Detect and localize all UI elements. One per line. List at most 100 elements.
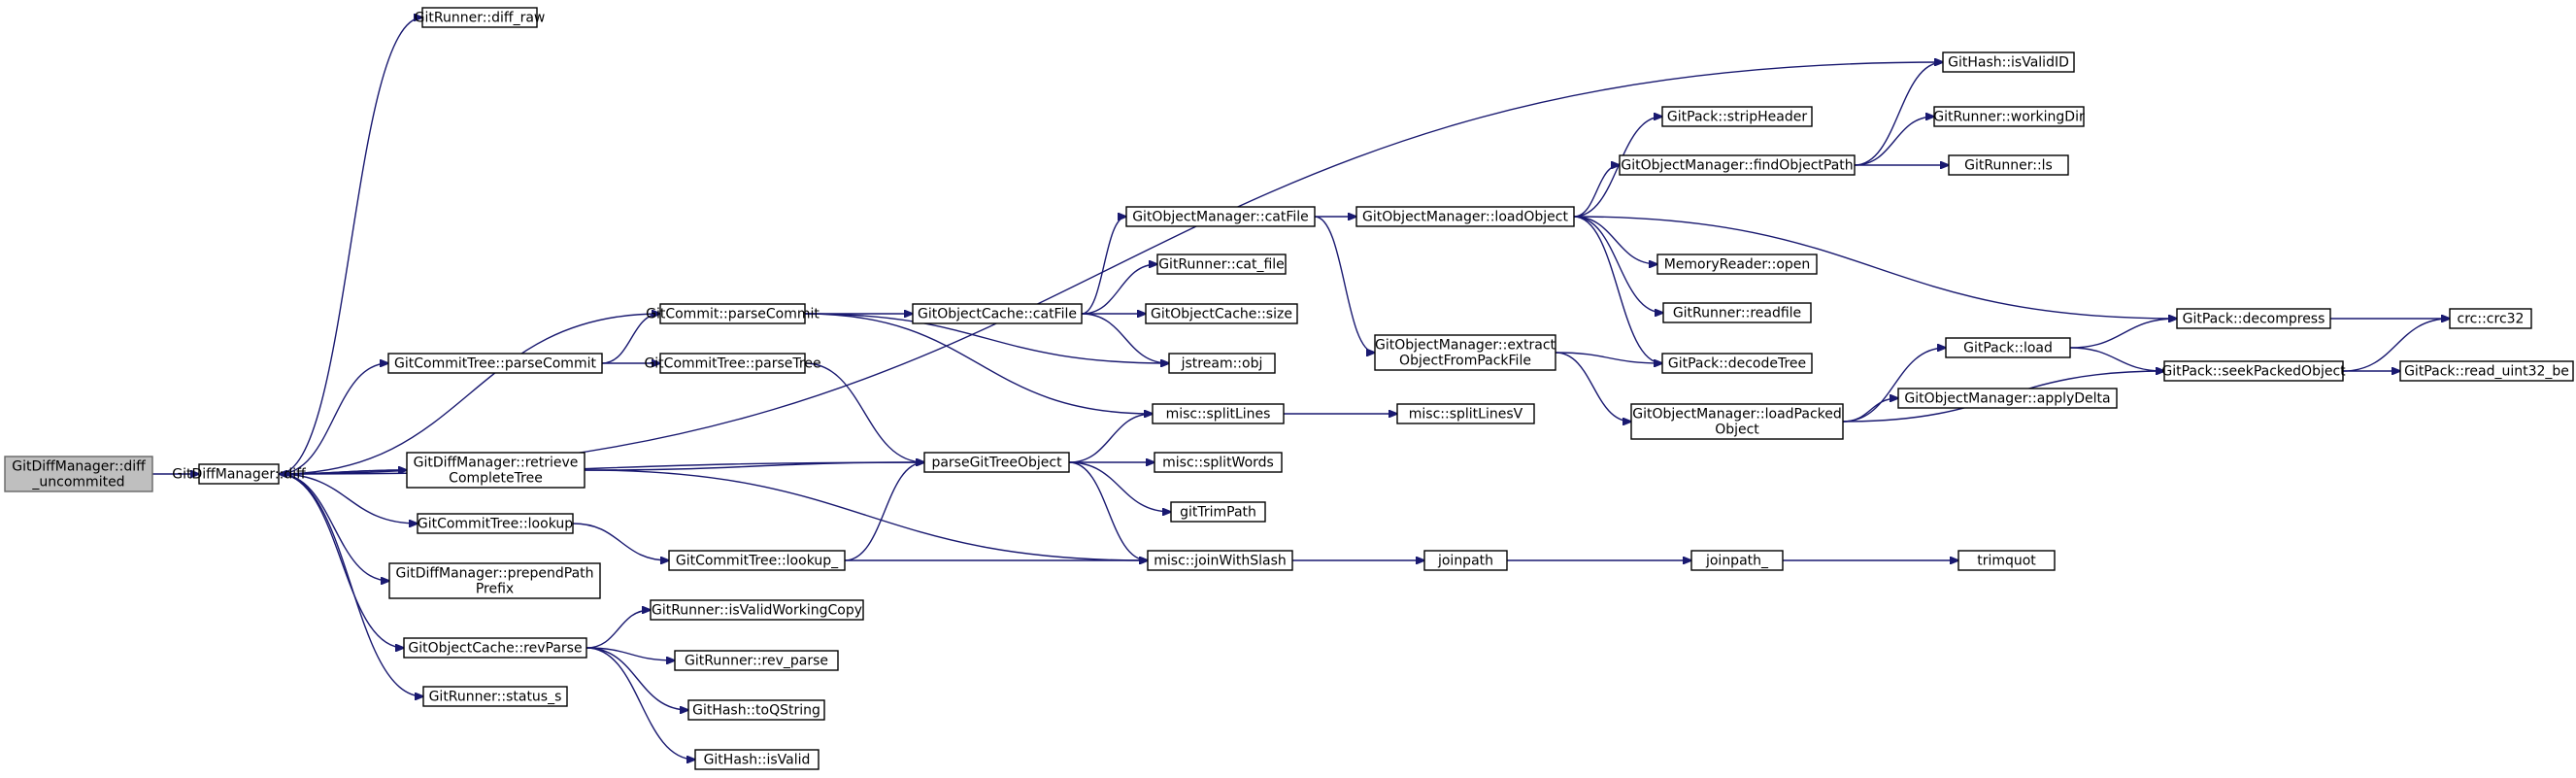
node-parseCommit[interactable]: GitCommit::parseCommit bbox=[646, 303, 820, 324]
node-parseGitTreeObject[interactable]: parseGitTreeObject bbox=[923, 452, 1070, 473]
node-label: GitRunner::readfile bbox=[1673, 305, 1801, 321]
node-memOpen[interactable]: MemoryReader::open bbox=[1656, 254, 1818, 275]
node-packLoad[interactable]: GitPack::load bbox=[1945, 337, 2071, 358]
node-label: GitObjectCache::revParse bbox=[408, 640, 582, 656]
edge-findObjectPath-to-isValidID bbox=[1854, 62, 1943, 166]
edge-revParse-to-rev_parse bbox=[585, 647, 675, 660]
node-box bbox=[1152, 403, 1285, 424]
node-diff_raw[interactable]: GitRunner::diff_raw bbox=[415, 7, 546, 28]
node-label: GitObjectManager::findObjectPath bbox=[1621, 157, 1853, 173]
node-box bbox=[1396, 403, 1535, 424]
node-ctParseCommit[interactable]: GitCommitTree::parseCommit bbox=[387, 353, 603, 374]
node-omCatFile[interactable]: GitObjectManager::catFile bbox=[1125, 206, 1316, 227]
node-findObjectPath[interactable]: GitObjectManager::findObjectPath bbox=[1619, 154, 1856, 176]
node-label: GitRunner::isValidWorkingCopy bbox=[652, 602, 862, 618]
node-box bbox=[388, 562, 601, 599]
node-runnerLs[interactable]: GitRunner::ls bbox=[1948, 154, 2069, 176]
node-label: GitPack::decodeTree bbox=[1668, 355, 1806, 371]
node-box bbox=[4, 456, 153, 492]
node-trimquot[interactable]: trimquot bbox=[1957, 550, 2056, 571]
edge-omCatFile-to-extractObject bbox=[1314, 216, 1375, 353]
node-label: crc::crc32 bbox=[2458, 311, 2525, 326]
edge-parseGitTreeObject-to-gitTrimPath bbox=[1068, 461, 1171, 512]
node-label: GitPack::load bbox=[1963, 340, 2053, 355]
edge-loadObject-to-readfile bbox=[1573, 216, 1663, 313]
node-seekPackedObject[interactable]: GitPack::seekPackedObject bbox=[2161, 360, 2346, 382]
node-extractObject[interactable]: GitObjectManager::extractObjectFromPackF… bbox=[1374, 334, 1556, 371]
node-box bbox=[403, 637, 587, 659]
node-label: GitRunner::diff_raw bbox=[415, 10, 546, 25]
node-box bbox=[1661, 106, 1813, 127]
node-splitWords[interactable]: misc::splitWords bbox=[1154, 452, 1283, 473]
node-box bbox=[1170, 501, 1266, 523]
node-cacheSize[interactable]: GitObjectCache::size bbox=[1145, 303, 1298, 324]
node-label: GitRunner::ls bbox=[1964, 157, 2053, 173]
node-label: GitObjectManager::loadObject bbox=[1362, 209, 1568, 224]
edge-parseCommit-to-jstreamObj bbox=[804, 313, 1169, 363]
node-label: joinpath bbox=[1437, 553, 1493, 568]
node-box bbox=[674, 650, 839, 671]
node-rev_parse[interactable]: GitRunner::rev_parse bbox=[674, 650, 839, 671]
node-applyDelta[interactable]: GitObjectManager::applyDelta bbox=[1897, 388, 2118, 409]
node-gitTrimPath[interactable]: gitTrimPath bbox=[1170, 501, 1266, 523]
node-box bbox=[1154, 452, 1283, 473]
edge-parseCommit-to-splitLines bbox=[804, 313, 1153, 414]
node-label: GitHash::isValidID bbox=[1948, 54, 2069, 70]
node-joinWithSlash[interactable]: misc::joinWithSlash bbox=[1147, 550, 1293, 571]
node-isValid[interactable]: GitHash::isValid bbox=[694, 749, 820, 770]
node-box bbox=[650, 599, 864, 621]
node-stripHeader[interactable]: GitPack::stripHeader bbox=[1661, 106, 1813, 127]
node-decompress[interactable]: GitPack::decompress bbox=[2176, 308, 2331, 329]
node-box bbox=[659, 353, 806, 374]
node-label: GitPack::seekPackedObject bbox=[2161, 363, 2346, 379]
node-label: MemoryReader::open bbox=[1664, 256, 1811, 272]
node-runnerCatFile[interactable]: GitRunner::cat_file bbox=[1156, 254, 1287, 275]
node-diff[interactable]: GitDiffManager::diff bbox=[172, 463, 306, 485]
node-ctLookup_[interactable]: GitCommitTree::lookup_ bbox=[668, 550, 846, 571]
node-decodeTree[interactable]: GitPack::decodeTree bbox=[1661, 353, 1813, 374]
node-box bbox=[1656, 254, 1818, 275]
node-diff_uncommited[interactable]: GitDiffManager::diff_uncommited bbox=[4, 456, 153, 492]
node-label: misc::splitWords bbox=[1162, 455, 1274, 470]
edge-revParse-to-isValid bbox=[585, 647, 695, 760]
node-readUint32[interactable]: GitPack::read_uint32_be bbox=[2399, 360, 2574, 382]
node-isValidWorkingCopy[interactable]: GitRunner::isValidWorkingCopy bbox=[650, 599, 864, 621]
node-label: GitCommitTree::lookup_ bbox=[676, 553, 839, 568]
node-crc32[interactable]: crc::crc32 bbox=[2449, 308, 2532, 329]
node-label: GitDiffManager::diff bbox=[172, 466, 306, 482]
node-label: GitDiffManager::diff bbox=[12, 458, 146, 474]
node-parseTree[interactable]: GitCommitTree::parseTree bbox=[644, 353, 821, 374]
node-box bbox=[2163, 360, 2344, 382]
node-joinpath[interactable]: joinpath bbox=[1423, 550, 1508, 571]
node-readfile[interactable]: GitRunner::readfile bbox=[1662, 302, 1812, 323]
node-box bbox=[659, 303, 806, 324]
edge-ctLookup_-to-parseGitTreeObject bbox=[844, 462, 924, 561]
node-statusS[interactable]: GitRunner::status_s bbox=[422, 686, 568, 707]
node-box bbox=[2176, 308, 2331, 329]
node-box bbox=[1897, 388, 2118, 409]
node-toQString[interactable]: GitHash::toQString bbox=[687, 699, 825, 721]
node-workingDir[interactable]: GitRunner::workingDir bbox=[1933, 106, 2085, 127]
edge-revParse-to-toQString bbox=[585, 647, 688, 710]
node-box bbox=[687, 699, 825, 721]
node-cacheCatFile[interactable]: GitObjectCache::catFile bbox=[912, 303, 1083, 324]
node-splitLinesV[interactable]: misc::splitLinesV bbox=[1396, 403, 1535, 424]
edge-seekPackedObject-to-crc32 bbox=[2342, 319, 2450, 372]
node-box bbox=[1355, 206, 1575, 227]
edge-packLoad-to-decompress bbox=[2069, 319, 2177, 349]
edge-ctLookup-to-ctLookup_ bbox=[572, 523, 669, 560]
node-box bbox=[1662, 302, 1812, 323]
node-ctLookup[interactable]: GitCommitTree::lookup bbox=[417, 513, 574, 534]
node-splitLines[interactable]: misc::splitLines bbox=[1152, 403, 1285, 424]
node-isValidID[interactable]: GitHash::isValidID bbox=[1942, 51, 2075, 73]
node-jstreamObj[interactable]: jstream::obj bbox=[1168, 353, 1276, 374]
edge-retrieveCompleteTree-to-parseGitTreeObject bbox=[584, 462, 924, 471]
node-loadObject[interactable]: GitObjectManager::loadObject bbox=[1355, 206, 1575, 227]
node-joinpath_[interactable]: joinpath_ bbox=[1690, 550, 1784, 571]
node-label: GitHash::toQString bbox=[692, 702, 820, 718]
edge-loadPackedObject-to-applyDelta bbox=[1842, 398, 1898, 423]
node-revParse[interactable]: GitObjectCache::revParse bbox=[403, 637, 587, 659]
